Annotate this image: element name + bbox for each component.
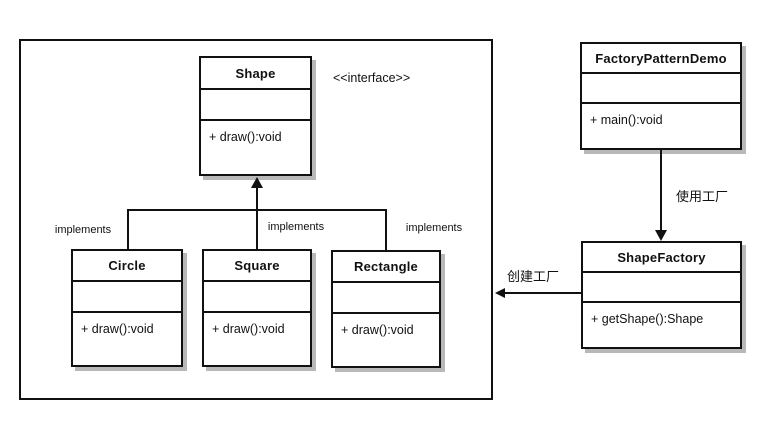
create-factory-line <box>503 292 581 294</box>
implements-label-rectangle: implements <box>405 222 463 234</box>
create-factory-label: 创建工厂 <box>507 269 560 284</box>
class-method-factory-pattern-demo: + main():void <box>590 113 663 127</box>
class-attrs-circle <box>73 282 181 313</box>
use-factory-label: 使用工厂 <box>676 189 729 204</box>
implements-stub-square <box>256 187 258 250</box>
shapes-package-boundary <box>19 39 493 400</box>
class-box-rectangle: Rectangle + draw():void <box>331 250 441 368</box>
class-box-square: Square + draw():void <box>202 249 312 367</box>
class-box-shape-factory: ShapeFactory + getShape():Shape <box>581 241 742 349</box>
class-method-shape-factory: + getShape():Shape <box>591 312 704 326</box>
class-name-square: Square <box>204 251 310 282</box>
class-method-square: + draw():void <box>212 322 285 336</box>
class-attrs-square <box>204 282 310 313</box>
class-name-factory-pattern-demo: FactoryPatternDemo <box>582 44 740 74</box>
implements-stub-rectangle <box>385 209 387 250</box>
class-attrs-shape <box>201 90 310 121</box>
arrowhead-up-icon <box>251 177 263 188</box>
class-box-shape: Shape + draw():void <box>199 56 312 176</box>
class-name-shape-factory: ShapeFactory <box>583 243 740 273</box>
use-factory-line <box>660 150 662 232</box>
class-name-circle: Circle <box>73 251 181 282</box>
class-method-shape: + draw():void <box>209 130 282 144</box>
class-attrs-rectangle <box>333 283 439 314</box>
class-box-factory-pattern-demo: FactoryPatternDemo + main():void <box>580 42 742 150</box>
arrowhead-left-icon <box>495 288 505 298</box>
class-attrs-shape-factory <box>583 273 740 303</box>
implements-label-circle: implements <box>54 224 112 236</box>
class-box-circle: Circle + draw():void <box>71 249 183 367</box>
class-method-rectangle: + draw():void <box>341 323 414 337</box>
interface-stereotype-label: <<interface>> <box>333 71 411 85</box>
class-method-circle: + draw():void <box>81 322 154 336</box>
arrowhead-down-icon <box>655 230 667 241</box>
implements-stub-circle <box>127 209 129 249</box>
class-attrs-factory-pattern-demo <box>582 74 740 104</box>
class-name-shape: Shape <box>201 58 310 90</box>
implements-label-square: implements <box>267 221 325 233</box>
class-name-rectangle: Rectangle <box>333 252 439 283</box>
